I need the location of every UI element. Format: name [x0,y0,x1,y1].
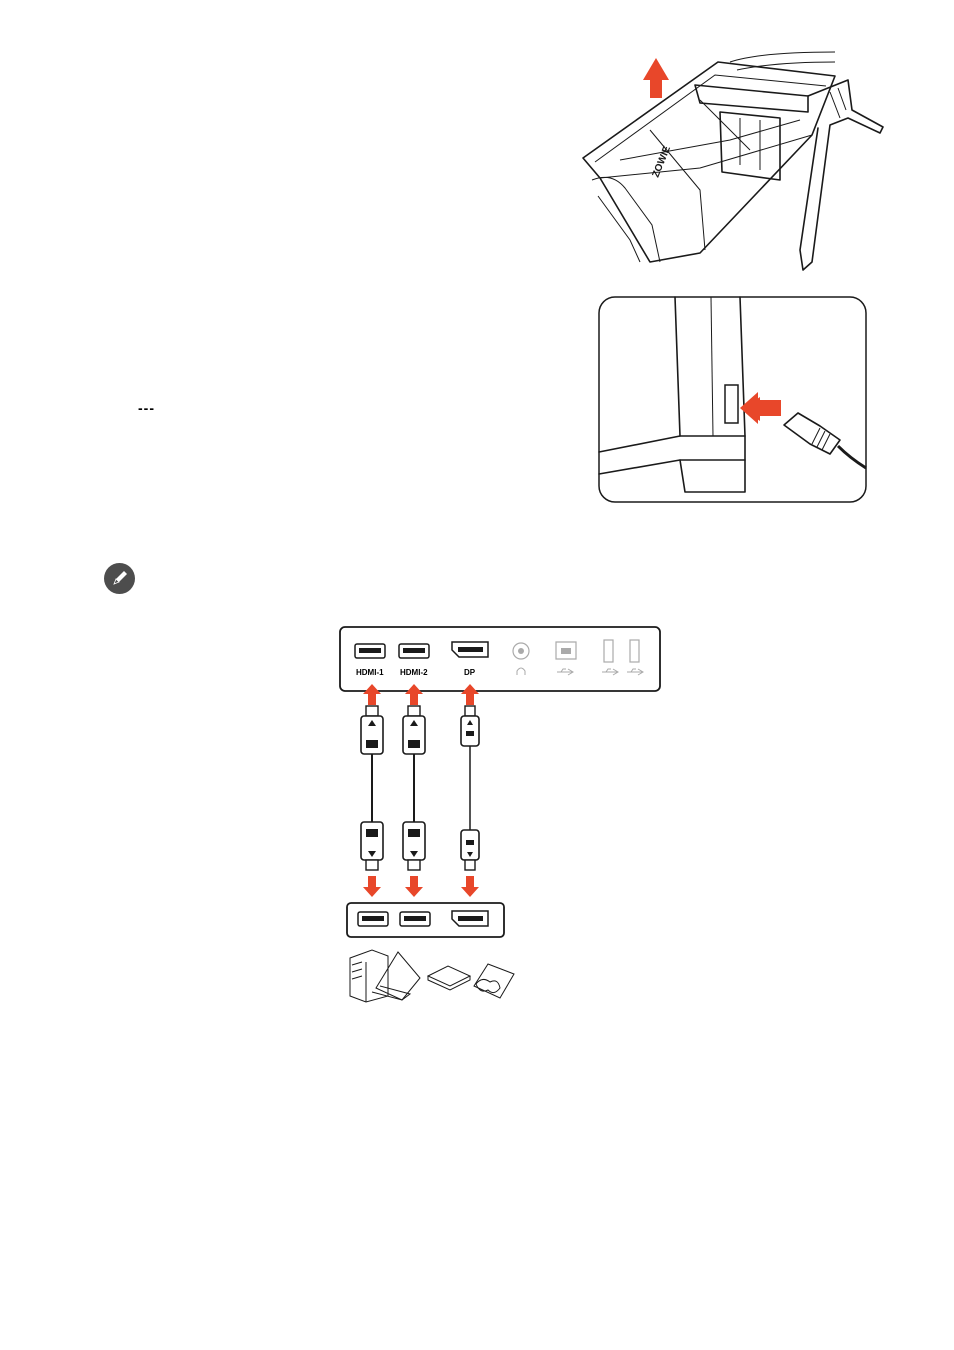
source-dp-port [452,911,488,926]
dp-cable [461,706,479,870]
hdmi1-port [355,644,385,658]
pc-tower-icon [350,950,388,1002]
usb-a-port-1 [604,640,613,662]
headphone-jack [513,643,529,659]
laptop-icon [372,952,420,1000]
dp-port [452,642,488,657]
hdmi2-label: HDMI-2 [400,668,428,677]
source-hdmi-port-1 [358,912,388,926]
game-controller-icon [474,964,514,998]
dp-label: DP [464,668,475,677]
usb-a-port-2 [630,640,639,662]
media-player-icon [428,966,470,990]
arrow-down-icons [363,876,479,897]
hdmi1-label: HDMI-1 [356,668,384,677]
hdmi2-port [399,644,429,658]
usb-b-port [556,642,576,659]
hdmi-cable-1 [361,706,383,870]
hdmi-cable-2 [403,706,425,870]
source-hdmi-port-2 [400,912,430,926]
